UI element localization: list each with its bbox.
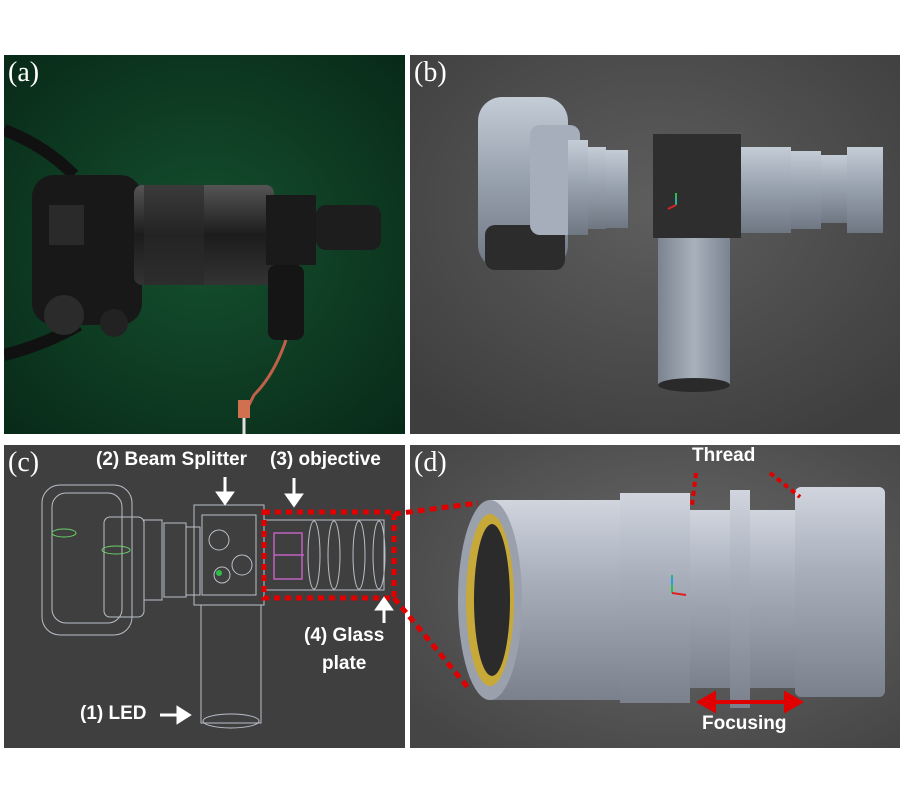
panel-b-label: (b) bbox=[414, 57, 447, 88]
panel-b-render: (b) bbox=[410, 55, 900, 434]
panel-d-label: (d) bbox=[414, 447, 447, 478]
camera-render-illustration bbox=[410, 55, 900, 434]
thread-label: Thread bbox=[692, 445, 756, 466]
panel-a-label: (a) bbox=[8, 57, 40, 88]
objective-detail-illustration bbox=[410, 445, 900, 748]
wireframe-illustration bbox=[4, 445, 405, 748]
glass-plate-label-line1: (4) Glass bbox=[304, 625, 385, 646]
panel-c-wireframe: (c) (2) Beam Splitter (3) objective (4) … bbox=[4, 445, 405, 748]
panel-d-objective-detail: (d) Thread Focusing bbox=[410, 445, 900, 748]
panel-c-label: (c) bbox=[8, 447, 40, 478]
focusing-label: Focusing bbox=[702, 713, 787, 734]
led-label: (1) LED bbox=[80, 703, 147, 724]
beam-splitter-label: (2) Beam Splitter bbox=[96, 449, 247, 470]
glass-plate-label-line2: plate bbox=[322, 653, 367, 674]
objective-label: (3) objective bbox=[270, 449, 381, 470]
camera-photo-illustration bbox=[4, 55, 405, 434]
panel-a-photo: (a) bbox=[4, 55, 405, 434]
